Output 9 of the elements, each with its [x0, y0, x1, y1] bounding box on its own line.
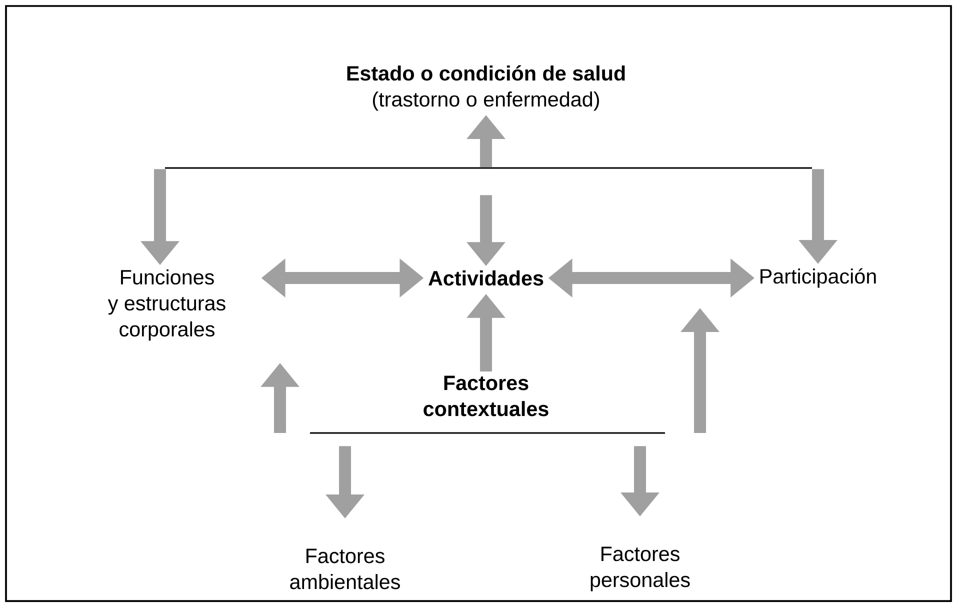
text-label: Factores personales: [590, 546, 690, 592]
text-label: Factores contextuales: [424, 376, 548, 416]
text-label: Estado o condición de salud (trastorno o enfermedad): [347, 65, 625, 111]
text-label: Factores ambientales: [290, 548, 400, 590]
connector-bar: [165, 167, 812, 169]
connector-bar: [310, 432, 665, 434]
text-label: Funciones y estructuras corporales: [108, 269, 226, 341]
text-label: Participación: [760, 268, 876, 288]
text-label: Actividades: [428, 270, 544, 286]
